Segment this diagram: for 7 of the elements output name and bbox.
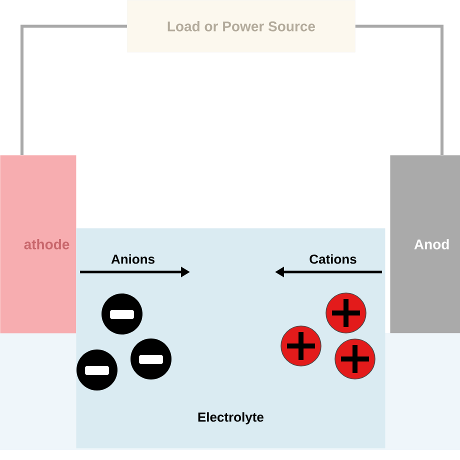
wire [355, 24, 444, 155]
cathode-box: athode [0, 155, 76, 334]
anode-box: Anod [390, 155, 460, 334]
ion-label: Cations [310, 254, 356, 264]
load-box: Load or Power Source [127, 0, 356, 52]
ion-label: Anions [111, 254, 154, 264]
wire [20, 24, 127, 155]
